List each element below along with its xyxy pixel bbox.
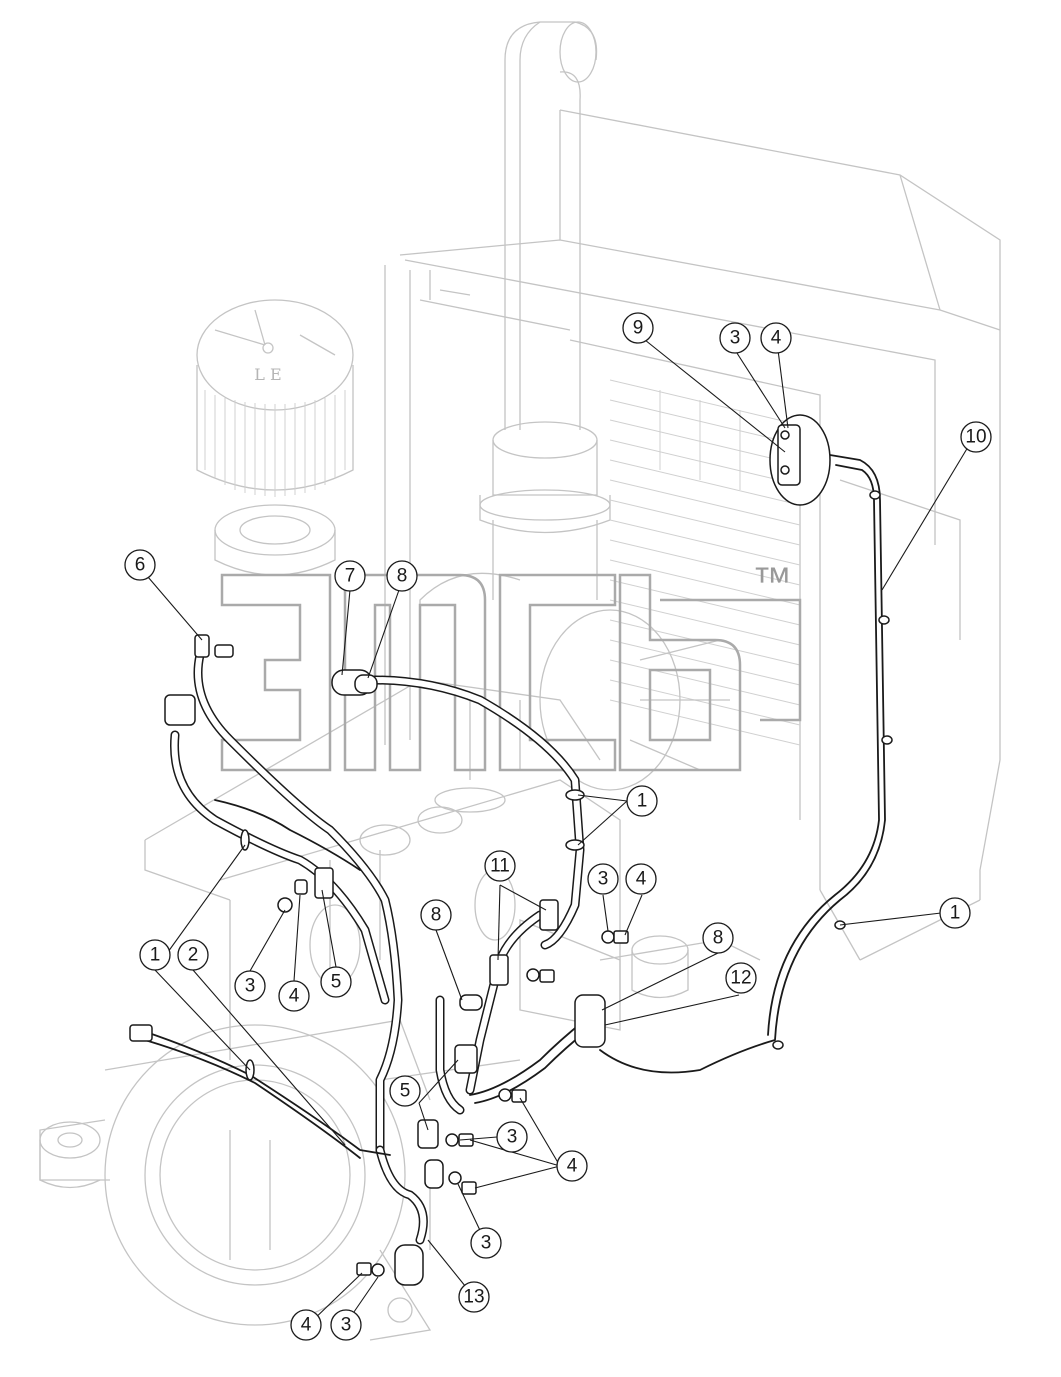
svg-text:4: 4 [289, 986, 300, 1007]
exhaust-stack [479, 21, 611, 600]
clamp-5c [417, 1119, 439, 1149]
engine-block [144, 572, 761, 1250]
svg-text:8: 8 [397, 566, 408, 587]
washer-3e [448, 1171, 462, 1185]
callout-11: 11 [484, 850, 516, 882]
fitting-8-mid [459, 994, 483, 1011]
air-filter: L E [196, 299, 354, 576]
svg-text:12: 12 [730, 968, 751, 989]
filter-label: L E [254, 365, 281, 384]
bolt-4a [294, 879, 308, 895]
fitting-lower [424, 1159, 444, 1189]
clamp-5b [454, 1044, 478, 1074]
callout-1-mid: 1 [626, 785, 658, 817]
connector-2 [129, 1024, 153, 1042]
radiator [384, 109, 1001, 961]
svg-text:7: 7 [345, 566, 356, 587]
bolt-4f [356, 1262, 372, 1276]
svg-text:1: 1 [637, 791, 648, 812]
callout-6: 6 [124, 549, 156, 581]
svg-text:3: 3 [481, 1233, 492, 1254]
callout-5-center: 5 [389, 1075, 421, 1107]
callout-8-top: 8 [386, 560, 418, 592]
svg-text:8: 8 [431, 905, 442, 926]
callout-10: 10 [960, 421, 992, 453]
callout-7: 7 [334, 560, 366, 592]
clamp-11b [489, 954, 509, 986]
callout-4-top: 4 [760, 322, 792, 354]
fitting-8-top [354, 674, 378, 694]
svg-text:3: 3 [730, 328, 741, 349]
clamp-5a [314, 867, 334, 899]
svg-text:13: 13 [463, 1287, 484, 1308]
parts [129, 414, 893, 1286]
valve-12 [574, 994, 606, 1048]
callout-1-right: 1 [939, 897, 971, 929]
callouts: 9 3 4 10 6 7 8 1 11 3 4 1 8 8 1 2 12 3 5… [124, 312, 992, 1341]
callout-3-bottom: 3 [330, 1309, 362, 1341]
svg-text:9: 9 [633, 318, 644, 339]
sensor-6 [194, 634, 210, 658]
connector-left [164, 694, 196, 726]
callout-3-lower: 3 [470, 1227, 502, 1259]
callout-8-mid: 8 [420, 899, 452, 931]
svg-text:4: 4 [567, 1156, 578, 1177]
callout-12: 12 [725, 962, 757, 994]
clamp-11a [539, 899, 559, 931]
svg-text:8: 8 [713, 928, 724, 949]
callout-4-mid-right: 4 [625, 863, 657, 895]
callout-13: 13 [458, 1281, 490, 1313]
bolt-4e [461, 1181, 477, 1195]
callout-2: 2 [177, 939, 209, 971]
svg-text:3: 3 [598, 869, 609, 890]
bolt-4b [613, 930, 629, 944]
washer-3a [277, 897, 293, 913]
svg-text:3: 3 [245, 976, 256, 997]
svg-text:3: 3 [507, 1127, 518, 1148]
callout-1-left: 1 [139, 939, 171, 971]
svg-text:2: 2 [188, 945, 199, 966]
svg-text:6: 6 [135, 555, 146, 576]
callout-3-center: 3 [496, 1121, 528, 1153]
callout-3-mid-right: 3 [587, 863, 619, 895]
callout-8-right: 8 [702, 922, 734, 954]
callout-3-left: 3 [234, 970, 266, 1002]
svg-text:5: 5 [331, 972, 342, 993]
washer-3d [445, 1133, 459, 1147]
svg-text:5: 5 [400, 1081, 411, 1102]
watermark-trademark: ™ [752, 560, 792, 604]
svg-text:1: 1 [150, 945, 161, 966]
callout-4-bottom: 4 [290, 1309, 322, 1341]
washer-3f [371, 1263, 385, 1277]
callout-3-top: 3 [719, 322, 751, 354]
svg-text:3: 3 [341, 1315, 352, 1336]
svg-text:4: 4 [636, 869, 647, 890]
washer-3b [601, 930, 615, 944]
callout-4-left: 4 [278, 980, 310, 1012]
svg-text:11: 11 [490, 856, 510, 877]
washer-3c [498, 1088, 512, 1102]
callout-4-center: 4 [556, 1150, 588, 1182]
hose-lines [139, 454, 886, 1245]
svg-text:4: 4 [771, 328, 782, 349]
elbow-13 [394, 1244, 424, 1286]
svg-text:10: 10 [965, 427, 986, 448]
svg-text:4: 4 [301, 1315, 312, 1336]
callout-9: 9 [622, 312, 654, 344]
callout-5-left: 5 [320, 966, 352, 998]
bolt-4c [511, 1089, 527, 1103]
svg-text:1: 1 [950, 903, 961, 924]
watermark-logo: ™ [220, 560, 802, 772]
leader-lines [147, 339, 969, 1326]
